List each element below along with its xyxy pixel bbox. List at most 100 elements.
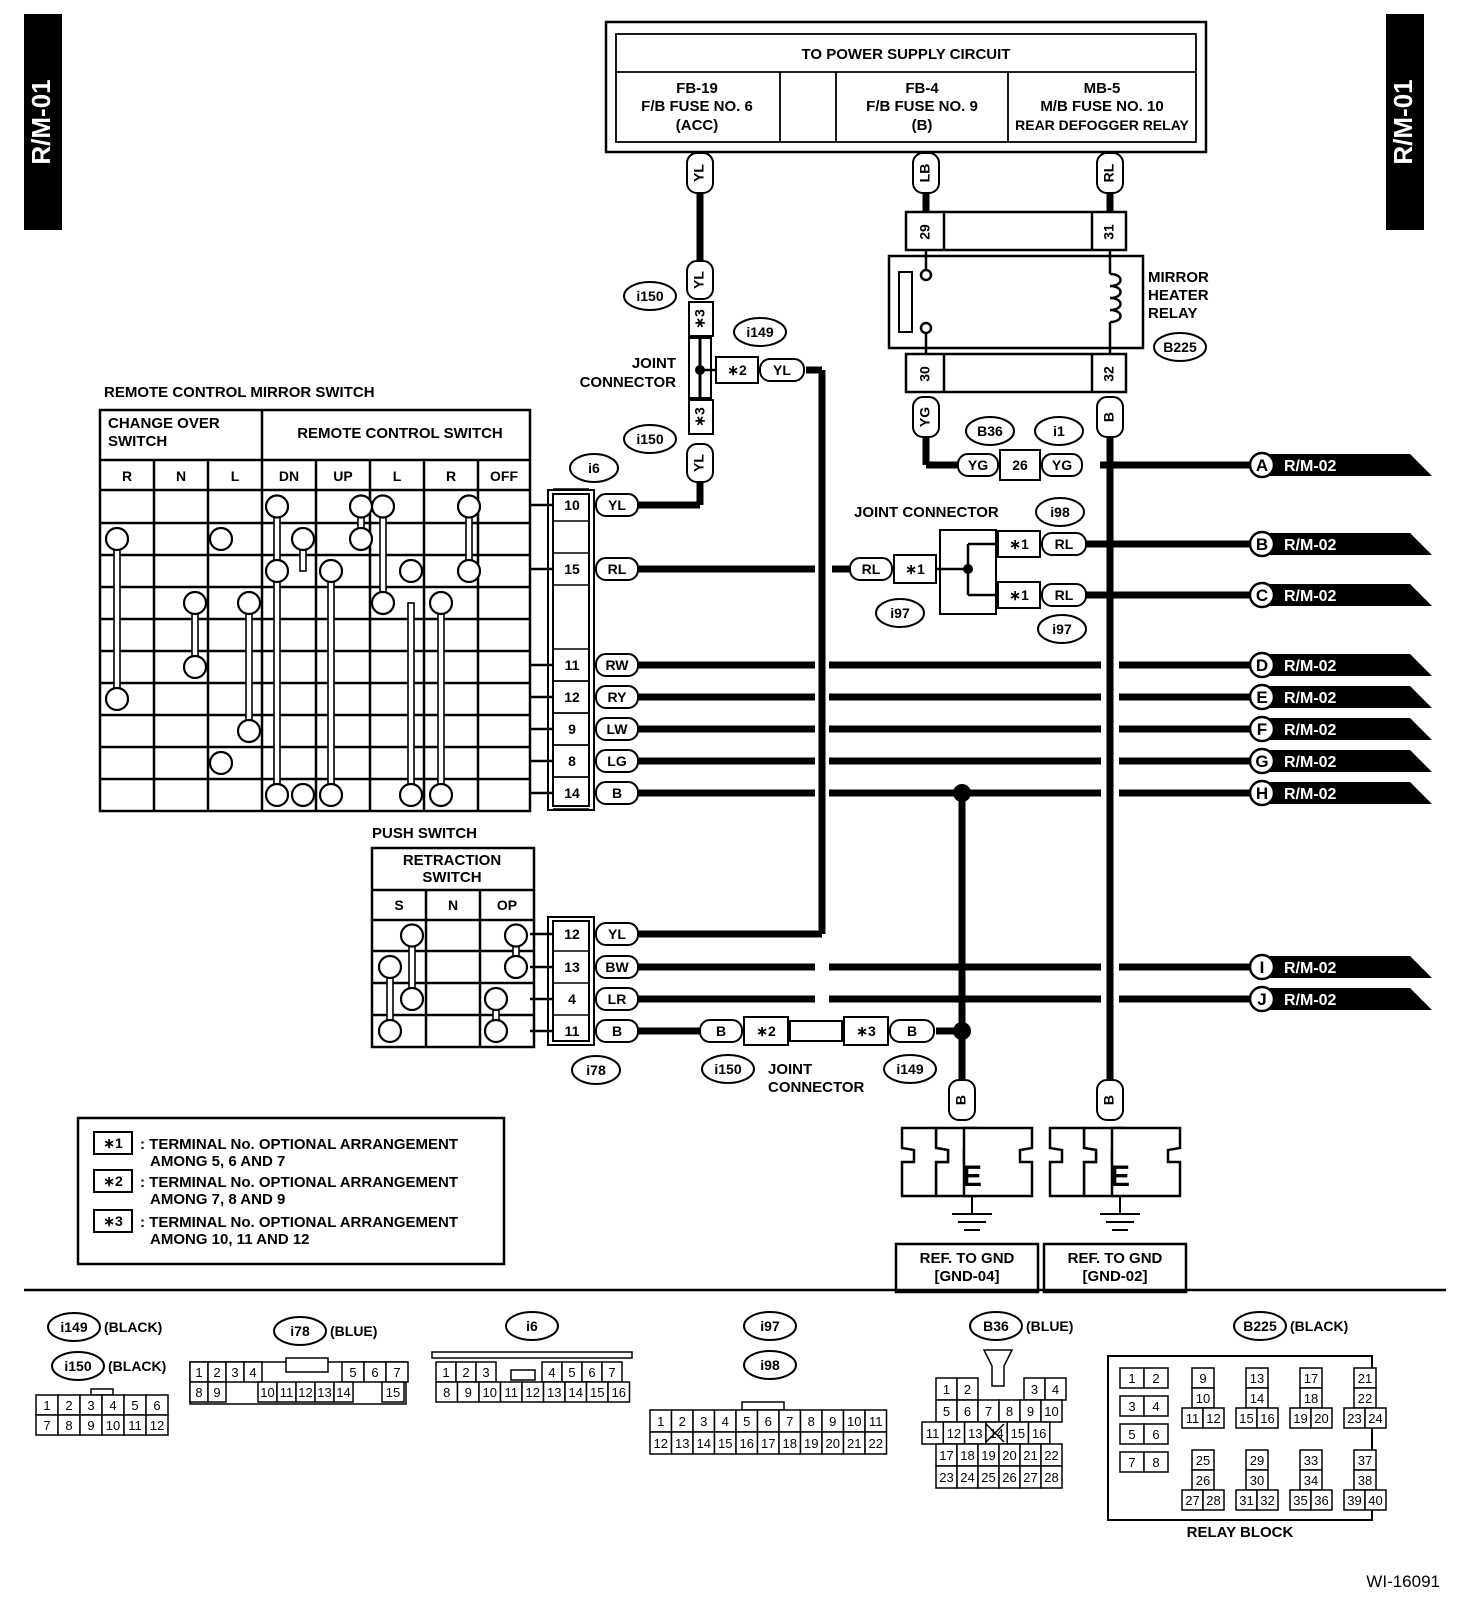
svg-text:i98: i98 — [760, 1357, 780, 1373]
yl-joint-connector — [686, 260, 805, 483]
pin-number: 2 — [65, 1398, 72, 1413]
pin-number: 8 — [65, 1418, 72, 1433]
pin-cell — [333, 1381, 354, 1403]
pin-number: 4 — [249, 1365, 256, 1380]
connector-id-i150: i150 — [623, 281, 677, 311]
pin-number: 3 — [231, 1365, 238, 1380]
switch-contact — [398, 782, 424, 808]
joint-connector-label: JOINT — [632, 355, 676, 372]
connector-face-b36: 1234567891011121314151617181920212223242… — [921, 1349, 1067, 1489]
connector-id-i97: i97 — [875, 598, 925, 628]
pin-number: 17 — [939, 1448, 953, 1463]
pin-number: 14 — [1250, 1391, 1264, 1406]
mirror-switch-group1: CHANGE OVER — [108, 415, 220, 432]
svg-text:i149: i149 — [746, 324, 773, 340]
pin-number: 31 — [1239, 1493, 1253, 1508]
output-letter: B — [1256, 535, 1268, 554]
pin-number: 27 — [1185, 1493, 1199, 1508]
wire-label: B — [907, 1023, 917, 1039]
pin-number: 3 — [1128, 1399, 1135, 1414]
wire-tag — [595, 717, 639, 741]
output-letter: J — [1257, 990, 1266, 1009]
pin-number: 10 — [847, 1414, 861, 1429]
pin-number: 15 — [386, 1385, 400, 1400]
wire-label: RL — [1055, 536, 1074, 552]
pin-number: 16 — [740, 1436, 754, 1451]
switch-contact — [290, 526, 316, 552]
wire-label: YL — [773, 362, 791, 378]
switch-contact — [377, 954, 403, 980]
pin-cell — [1364, 1407, 1387, 1429]
mirror-switch-column-header: DN — [279, 468, 299, 484]
mirror-switch-column-header: L — [231, 468, 240, 484]
i78-pin-number: 11 — [565, 1023, 580, 1039]
pin-number: 8 — [808, 1414, 815, 1429]
output-target: R/M-02 — [1284, 458, 1337, 475]
pin-number: 15 — [590, 1385, 604, 1400]
mirror-switch-column-header: UP — [333, 468, 352, 484]
svg-text:RL: RL — [1101, 163, 1117, 182]
wire-label: YL — [691, 454, 707, 472]
connector-id-i149: i149 — [883, 1054, 937, 1084]
mirror-switch-column-header: L — [393, 468, 402, 484]
wire-tag-yl-top: YL — [686, 152, 714, 194]
mirror-switch-group2: REMOTE CONTROL SWITCH — [297, 425, 503, 442]
pin-number: 13 — [547, 1385, 561, 1400]
pin-number: 2 — [1152, 1371, 1159, 1386]
connector-face-id: i150(BLACK) — [51, 1351, 166, 1381]
connector-id-b36: B36 — [965, 416, 1015, 446]
mark-s2: ∗2 — [756, 1023, 776, 1039]
contact-link — [113, 538, 121, 700]
pin-number: 4 — [722, 1414, 729, 1429]
mirror-switch-title: REMOTE CONTROL MIRROR SWITCH — [104, 384, 375, 401]
switch-contact — [399, 986, 425, 1012]
svg-text:i150: i150 — [636, 431, 663, 447]
i78-pin-number: 13 — [564, 959, 580, 975]
fuse3-line3: REAR DEFOGGER RELAY — [1015, 117, 1189, 133]
output-target: R/M-02 — [1284, 690, 1337, 707]
pin-number: 36 — [1314, 1493, 1328, 1508]
output-letter: G — [1255, 752, 1268, 771]
pin-number: 7 — [786, 1414, 793, 1429]
relay-pin: 31 — [1101, 224, 1117, 240]
i6-wire-color: RY — [608, 689, 628, 705]
pin-number: 13 — [317, 1385, 331, 1400]
relay-name-line3: RELAY — [1148, 305, 1197, 322]
pin-number: 20 — [1002, 1448, 1016, 1463]
pin-number: 9 — [87, 1418, 94, 1433]
i6-wire-color: LG — [607, 753, 627, 769]
wire-tag-lb: LB — [912, 152, 940, 194]
pin-number: 20 — [1314, 1411, 1328, 1426]
pin-number: 12 — [654, 1436, 668, 1451]
inline-connector-26: YG 26 YG — [957, 449, 1083, 481]
pin-number: 22 — [1358, 1391, 1372, 1406]
push-switch-column-header: N — [448, 897, 458, 913]
note-mark: ∗1 — [103, 1135, 123, 1151]
output-target: R/M-02 — [1284, 960, 1337, 977]
switch-contact — [208, 750, 234, 776]
output-target: R/M-02 — [1284, 588, 1337, 605]
pin-number: 5 — [1128, 1427, 1135, 1442]
fuse2-line3: (B) — [912, 117, 933, 134]
pin-number: 18 — [960, 1448, 974, 1463]
wire-tag — [595, 987, 639, 1011]
pin-number: 19 — [981, 1448, 995, 1463]
pin-number: 9 — [465, 1385, 472, 1400]
output-target: R/M-02 — [1284, 658, 1337, 675]
i6-wire-color: RL — [608, 561, 627, 577]
pin-number: 1 — [657, 1414, 664, 1429]
pin-number: 24 — [960, 1470, 974, 1485]
svg-text:i97: i97 — [890, 605, 910, 621]
pin-number: 3 — [87, 1398, 94, 1413]
i6-pin-number: 10 — [564, 497, 580, 513]
joint-connector-i98-label: JOINT CONNECTOR — [854, 504, 999, 521]
pin-number: 17 — [1304, 1371, 1318, 1386]
pin-number: 8 — [1152, 1455, 1159, 1470]
note-mark: ∗2 — [103, 1173, 123, 1189]
pin-number: 30 — [1250, 1473, 1264, 1488]
